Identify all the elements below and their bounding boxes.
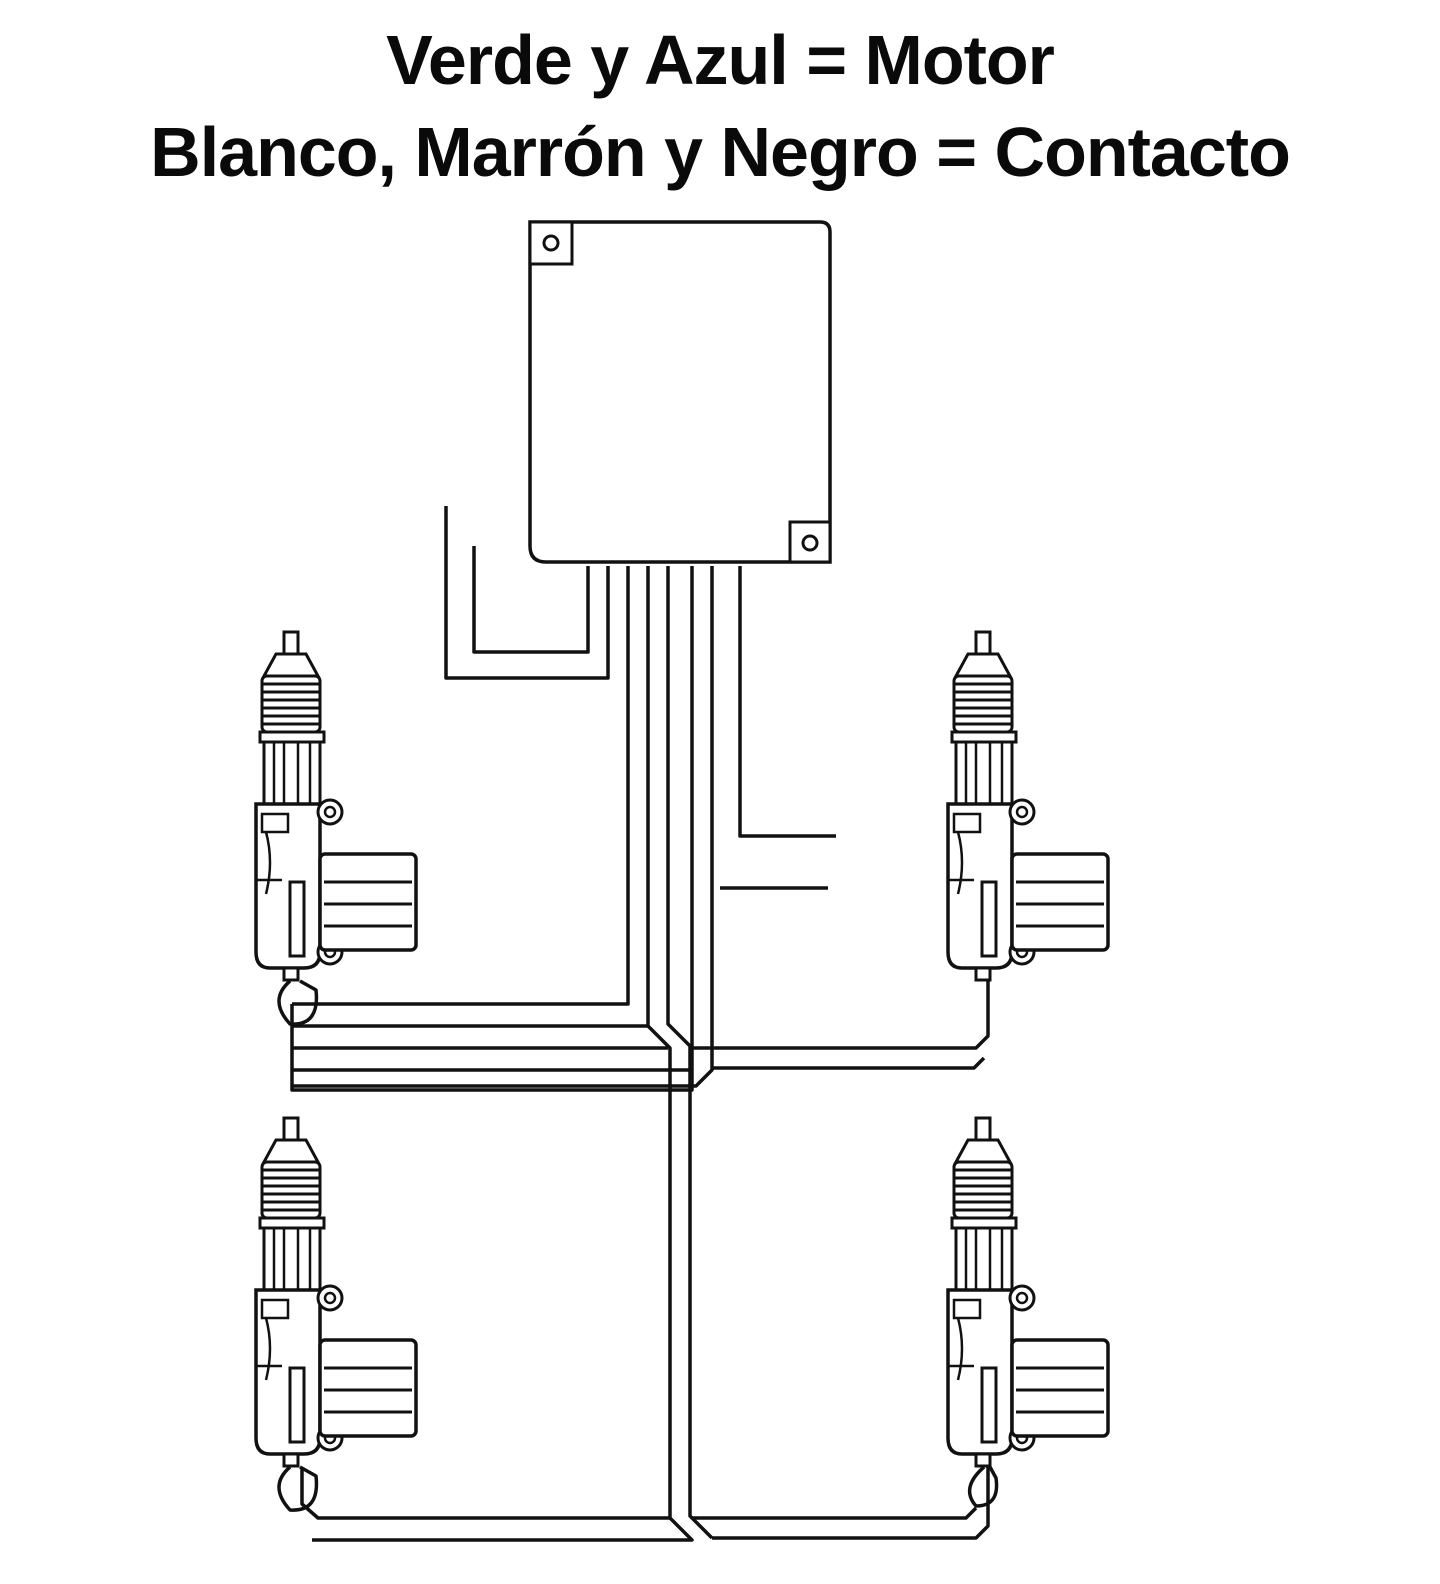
wiring-harness bbox=[277, 506, 999, 1542]
actuator-front-right bbox=[946, 630, 1110, 982]
actuator-rear-right bbox=[946, 1116, 1110, 1468]
actuator-front-left bbox=[254, 630, 418, 982]
control-module bbox=[528, 220, 832, 564]
title-line-contacto: Blanco, Marrón y Negro = Contacto bbox=[150, 113, 1291, 191]
diagram-title: Verde y Azul = Motor Blanco, Marrón y Ne… bbox=[0, 14, 1440, 198]
title-line-motor: Verde y Azul = Motor bbox=[386, 21, 1055, 99]
actuator-rear-left bbox=[254, 1116, 418, 1468]
